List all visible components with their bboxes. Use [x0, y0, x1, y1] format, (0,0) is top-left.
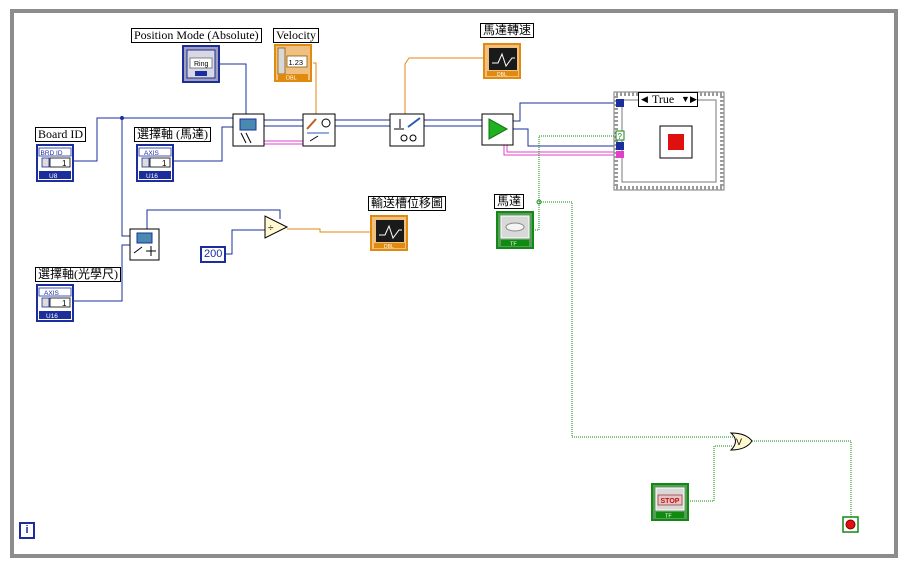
wire-velocity — [313, 62, 317, 117]
load-target-position-vi[interactable] — [232, 113, 265, 147]
wire-board-id — [73, 117, 235, 162]
case-selector[interactable]: ◀ True ▼ ▶ — [638, 92, 698, 107]
case-selector-terminal — [615, 130, 625, 141]
motor-label: 馬達 — [494, 194, 525, 209]
wire-junction-motor — [536, 199, 542, 205]
case-tunnel-1 — [616, 99, 624, 107]
conveyor-graph[interactable]: DBL — [370, 215, 408, 251]
stop-button-type: TF — [665, 514, 672, 520]
board-id-value: 1 — [62, 159, 67, 168]
motor-boolean-type: TF — [510, 242, 517, 248]
motor-speed-graph[interactable]: DBL — [483, 43, 521, 79]
axis-motor-label: 選擇軸 (馬達) — [134, 127, 211, 142]
case-prev-arrow[interactable]: ◀ — [641, 94, 648, 104]
velocity-display: 1.23 — [289, 58, 304, 67]
velocity-control[interactable]: 1.23 DBL — [274, 44, 312, 82]
axis-scale-control[interactable]: AXIS 1 U16 — [36, 284, 74, 322]
wire-motor-to-or — [539, 201, 733, 438]
position-mode-ring-label: Ring — [194, 61, 209, 68]
wire-divide-to-graph — [287, 228, 371, 233]
axis-scale-value: 1 — [62, 299, 67, 308]
stop-button-control[interactable]: STOP TF — [651, 483, 689, 521]
motor-boolean-control[interactable]: TF — [496, 211, 534, 249]
conveyor-label: 輸送槽位移圖 — [368, 196, 447, 211]
velocity-label: Velocity — [273, 28, 319, 43]
stop-button-label: STOP — [661, 498, 680, 505]
case-dropdown-arrow[interactable]: ▼ — [681, 94, 690, 104]
wire-start-to-case-2 — [513, 128, 616, 147]
wire-const-200 — [226, 229, 265, 255]
wire-error-to-case-a — [503, 144, 614, 156]
while-loop-frame — [10, 9, 898, 558]
conveyor-graph-type: DBL — [384, 244, 394, 250]
case-next-arrow[interactable]: ▶ — [690, 94, 697, 104]
axis-scale-label: 選擇軸(光學尺) — [35, 267, 121, 282]
velocity-type: DBL — [286, 76, 297, 82]
info-icon[interactable]: i — [19, 522, 35, 539]
axis-motor-type: U16 — [146, 173, 158, 180]
position-mode-label: Position Mode (Absolute) — [131, 28, 262, 43]
stop-motion-vi[interactable] — [659, 125, 693, 159]
wire-or-to-cond — [752, 440, 852, 517]
axis-motor-tag: AXIS — [144, 150, 159, 157]
wire-group-boolean — [533, 135, 852, 517]
wire-read-to-divide — [146, 209, 281, 229]
wire-axis-scale — [73, 244, 130, 302]
wire-motor-to-case — [533, 135, 614, 231]
wire-board-branch — [121, 118, 130, 237]
motor-speed-type: DBL — [497, 72, 507, 78]
read-position-vi[interactable] — [129, 228, 160, 261]
wire-motor-speed — [404, 57, 484, 117]
loop-condition-terminal[interactable] — [842, 516, 859, 533]
wire-error-to-case-b — [506, 144, 614, 153]
or-function[interactable]: V — [729, 432, 753, 451]
divide-symbol: ÷ — [268, 223, 274, 234]
axis-motor-control[interactable]: AXIS 1 U16 — [136, 144, 174, 182]
wire-stop-to-or — [688, 445, 733, 502]
axis-motor-value: 1 — [162, 159, 167, 168]
board-id-label: Board ID — [35, 127, 86, 142]
load-velocity-vi[interactable] — [302, 113, 336, 147]
wire-junction-board — [120, 116, 124, 120]
position-mode-control[interactable]: Ring — [182, 45, 220, 83]
case-tunnel-error — [616, 151, 624, 158]
wire-axis-motor — [173, 126, 235, 162]
wire-start-to-case-1 — [513, 102, 616, 122]
wire-group-double — [287, 57, 484, 233]
case-selector-question: ? — [618, 132, 623, 141]
wire-position-mode — [219, 63, 247, 117]
axis-scale-type: U16 — [46, 313, 58, 320]
start-motion-vi[interactable] — [481, 113, 514, 146]
or-symbol: V — [736, 437, 742, 447]
case-selector-value: True — [652, 92, 675, 106]
wire-group-integer — [73, 63, 660, 302]
divisor-constant[interactable]: 200 — [200, 246, 227, 263]
board-id-tag: BRD ID — [41, 150, 63, 157]
set-operation-mode-vi[interactable] — [389, 113, 425, 147]
axis-scale-tag: AXIS — [44, 290, 59, 297]
divide-function[interactable]: ÷ — [264, 215, 289, 239]
board-id-control[interactable]: BRD ID 1 U8 — [36, 144, 74, 182]
board-id-type: U8 — [49, 173, 58, 180]
case-tunnel-2 — [616, 142, 624, 150]
motor-speed-label: 馬達轉速 — [480, 23, 535, 38]
